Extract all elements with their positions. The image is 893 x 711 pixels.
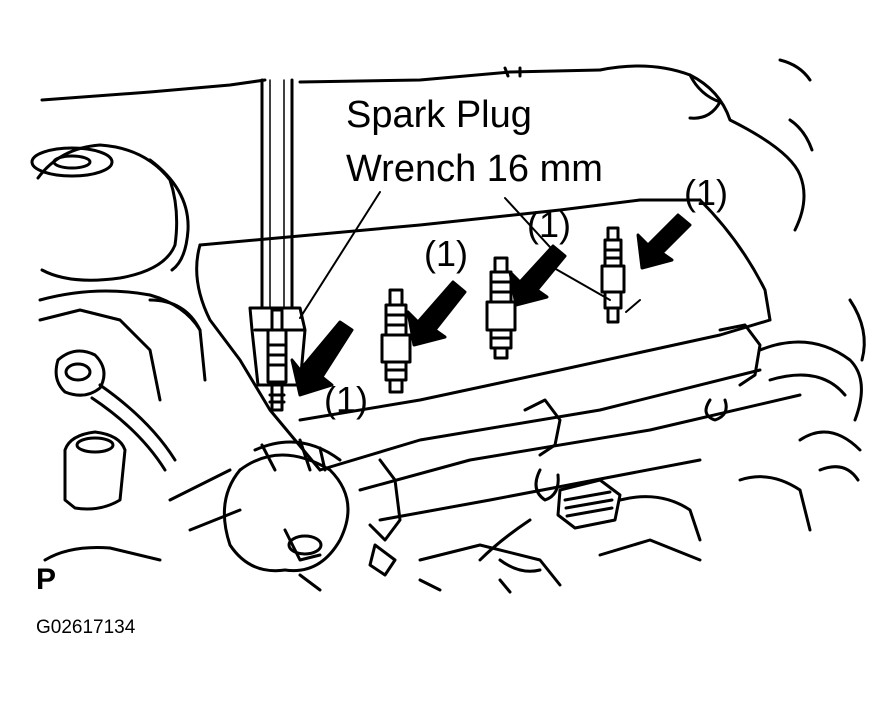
cover-clips xyxy=(368,323,762,577)
arrow-plug-2 xyxy=(406,280,467,347)
figure-id: G02617134 xyxy=(36,617,136,638)
view-letter: P xyxy=(36,563,57,596)
tool-label-line2: Wrench 16 mm xyxy=(346,148,603,190)
oil-filler-cap xyxy=(54,349,177,511)
callout-plug-3: (1) xyxy=(527,204,571,245)
callout-plug-1: (1) xyxy=(324,379,368,420)
arrow-plug-1 xyxy=(290,320,354,397)
intake-hose xyxy=(222,438,350,573)
leader-lines xyxy=(299,191,641,319)
wrench-shaft xyxy=(248,78,307,387)
reservoir-tank xyxy=(30,143,202,332)
left-components xyxy=(38,298,242,562)
spark-plug-2 xyxy=(380,288,412,394)
right-hoses xyxy=(758,298,866,482)
arrow-plug-4 xyxy=(636,213,692,270)
spark-plug-1 xyxy=(266,308,288,412)
callout-plug-4: (1) xyxy=(684,172,728,213)
engine-bay-outline xyxy=(40,58,814,232)
lower-engine-parts xyxy=(298,475,812,594)
wiring-connector xyxy=(478,478,702,573)
arrow-plug-3 xyxy=(508,244,567,307)
cylinder-head-cover xyxy=(195,198,802,522)
spark-plug-3 xyxy=(485,256,517,360)
callout-plug-2: (1) xyxy=(424,233,468,274)
tool-label-line1: Spark Plug xyxy=(346,94,532,136)
spark-plug-4 xyxy=(600,226,626,324)
